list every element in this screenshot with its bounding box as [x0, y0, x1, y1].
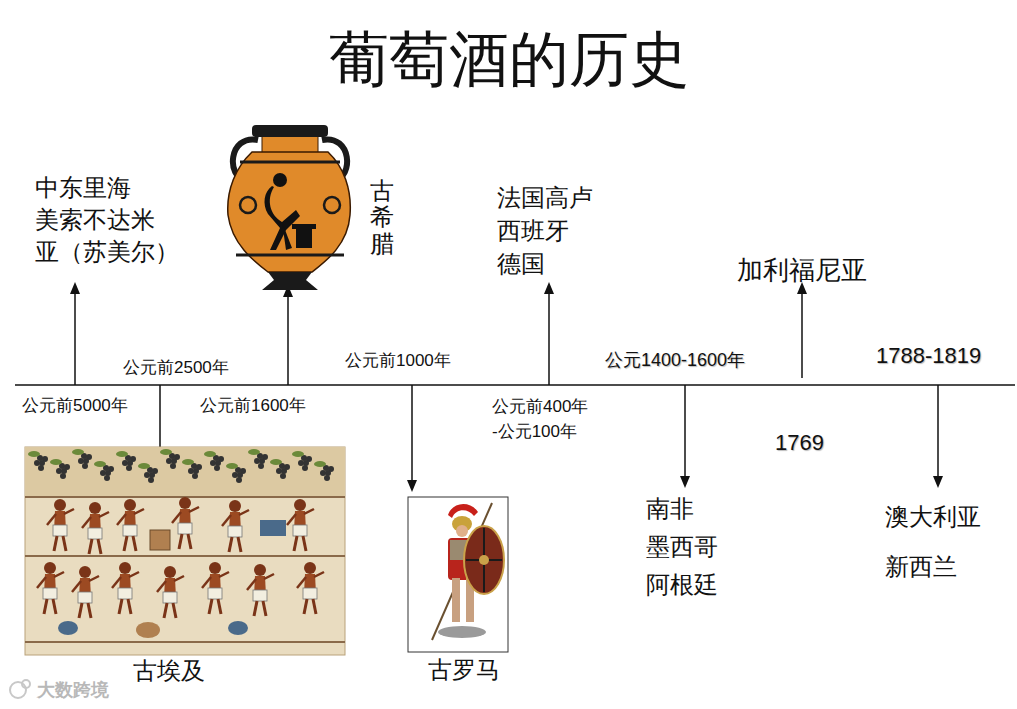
- picture-caption: 古埃及: [133, 656, 205, 686]
- picture-caption: 古罗马: [428, 655, 500, 685]
- date-label: 公元前400年 -公元100年: [492, 394, 588, 444]
- date-label: 公元1400-1600年: [605, 349, 745, 372]
- region-label: 澳大利亚 新西兰: [885, 492, 981, 592]
- region-label: 中东里海 美索不达米 亚（苏美尔）: [35, 172, 183, 268]
- watermark-icon: [10, 680, 30, 698]
- date-label: 公元前1000年: [345, 350, 451, 371]
- date-label: 公元前1600年: [200, 395, 306, 416]
- watermark: 大数跨境: [37, 679, 109, 702]
- region-label: 法国高卢 西班牙 德国: [497, 182, 593, 281]
- region-label: 加利福尼亚: [737, 255, 867, 288]
- date-label: 公元前5000年: [22, 395, 128, 416]
- greek-vase: [228, 125, 351, 290]
- roman-soldier: [408, 497, 508, 652]
- date-label: 公元前2500年: [123, 357, 229, 378]
- egyptian-painting: [25, 447, 345, 655]
- title: 葡萄酒的历史: [0, 24, 1017, 96]
- date-label: 1769: [775, 429, 824, 457]
- region-label: 古希腊: [370, 178, 394, 257]
- region-label: 南非 墨西哥 阿根廷: [646, 490, 718, 604]
- timeline-axis: [15, 384, 1015, 386]
- date-label: 1788-1819: [876, 342, 981, 370]
